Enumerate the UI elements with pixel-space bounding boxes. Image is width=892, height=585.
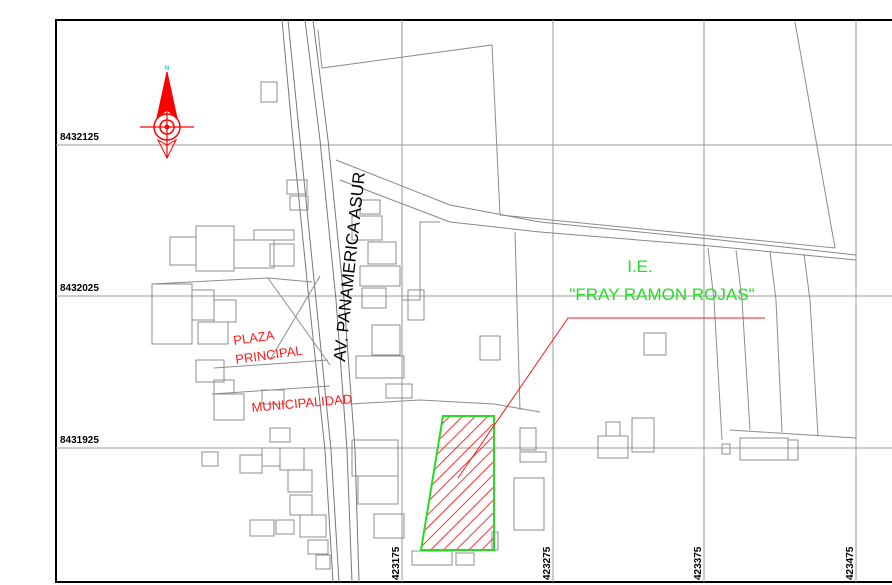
easting-label: 423175 (391, 546, 402, 580)
school-leader-line (457, 317, 765, 479)
side-road (335, 159, 857, 261)
easting-label: 423275 (542, 546, 553, 580)
parcel-outlines (151, 20, 857, 570)
northing-label: 8431925 (60, 435, 99, 446)
school-label-line1: I.E. (627, 257, 653, 276)
northing-label: 8432125 (60, 132, 99, 143)
easting-label: 423375 (693, 546, 704, 580)
northing-label: 8432025 (60, 283, 99, 294)
north-label: N (165, 66, 169, 72)
plaza-label-line1: PLAZA (232, 327, 275, 348)
panamericana-road (281, 19, 360, 583)
school-label-line2: "FRAY RAMON ROJAS" (569, 285, 754, 304)
easting-label: 423475 (845, 546, 856, 580)
north-arrow-icon: N (140, 66, 194, 160)
school-site[interactable] (419, 415, 495, 551)
